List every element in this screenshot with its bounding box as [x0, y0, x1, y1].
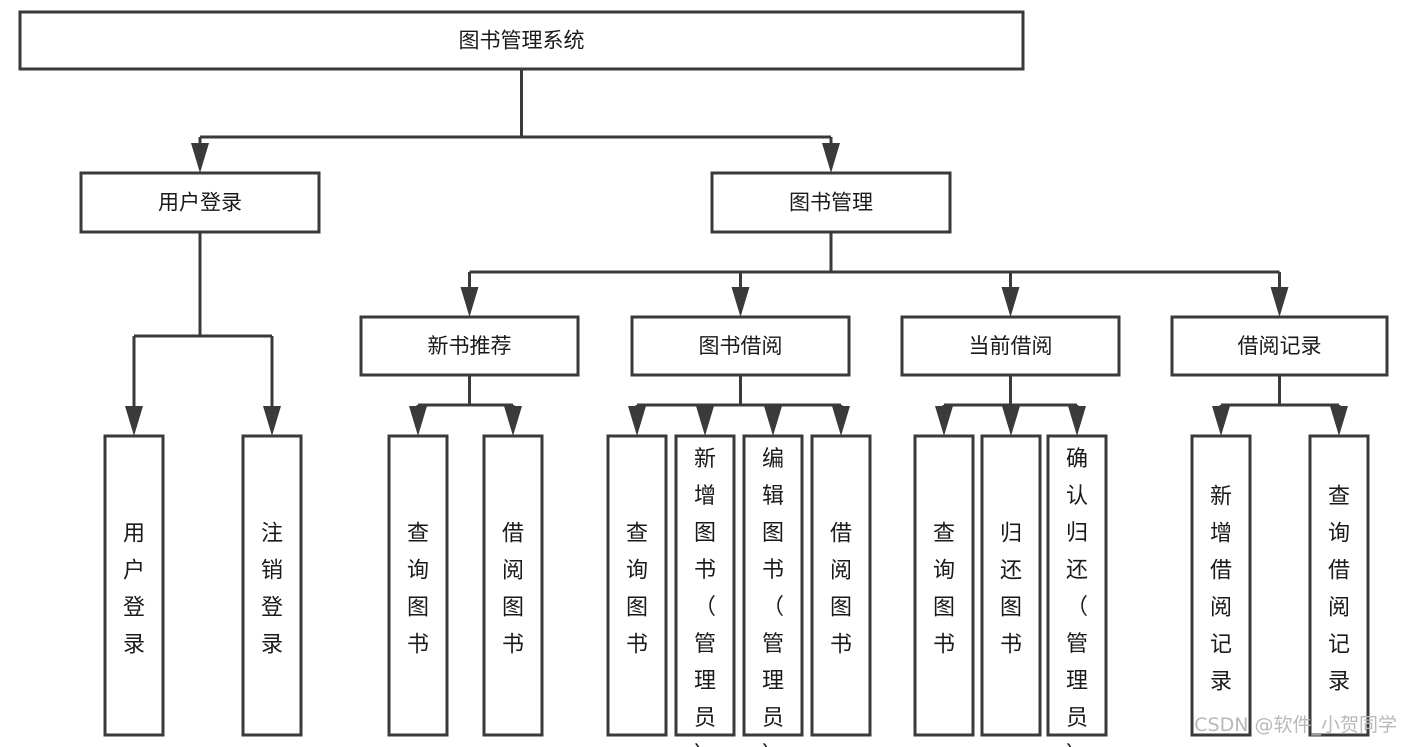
- node-user-login-login[interactable]: 用户登录: [103, 434, 165, 737]
- node-box-current-borrow[interactable]: [900, 315, 1121, 377]
- node-new-book-recommend[interactable]: 新书推荐: [359, 315, 580, 377]
- node-label-book-borrow: 图书借阅: [699, 334, 783, 358]
- node-box-user-login[interactable]: [79, 171, 321, 234]
- node-box-book-borrow[interactable]: [630, 315, 851, 377]
- node-label-borrow-query-book: 查询图书: [626, 521, 648, 657]
- node-label-root: 图书管理系统: [459, 29, 585, 53]
- node-current-confirm-return[interactable]: 确认归还（管理员）: [1046, 434, 1108, 747]
- node-box-user-login-logout[interactable]: [241, 434, 303, 737]
- node-box-recommend-borrow-book[interactable]: [482, 434, 544, 737]
- node-box-user-login-login[interactable]: [103, 434, 165, 737]
- node-box-recommend-query-book[interactable]: [387, 434, 449, 737]
- node-borrow-add-book[interactable]: 新增图书（管理员）: [674, 434, 736, 747]
- node-borrow-record[interactable]: 借阅记录: [1170, 315, 1389, 377]
- borrow-record-arrow-1: [1330, 406, 1348, 436]
- book-borrow-arrow-0: [628, 406, 646, 436]
- node-label-current-return-book: 归还图书: [1000, 521, 1022, 657]
- node-layer: 图书管理系统用户登录用户登录注销登录图书管理新书推荐查询图书借阅图书图书借阅查询…: [18, 10, 1389, 747]
- new-book-recommend-arrow-0: [409, 406, 427, 436]
- node-recommend-borrow-book[interactable]: 借阅图书: [482, 434, 544, 737]
- book-manage-arrow-1: [731, 287, 750, 317]
- node-label-recommend-query-book: 查询图书: [407, 521, 429, 657]
- node-root[interactable]: 图书管理系统: [18, 10, 1025, 71]
- node-current-return-book[interactable]: 归还图书: [980, 434, 1042, 737]
- node-label-current-query-book: 查询图书: [933, 521, 955, 657]
- node-box-borrow-borrow-book[interactable]: [810, 434, 872, 737]
- node-label-current-borrow: 当前借阅: [969, 334, 1053, 358]
- node-box-root[interactable]: [18, 10, 1025, 71]
- new-book-recommend-arrow-1: [504, 406, 522, 436]
- node-current-query-book[interactable]: 查询图书: [913, 434, 975, 737]
- node-box-current-return-book[interactable]: [980, 434, 1042, 737]
- root-arrow-0: [191, 143, 209, 173]
- node-borrow-query-book[interactable]: 查询图书: [606, 434, 668, 737]
- node-label-borrow-edit-book: 编辑图书（管理员）: [762, 447, 784, 747]
- node-label-user-login-logout: 注销登录: [261, 521, 283, 657]
- node-user-login-logout[interactable]: 注销登录: [241, 434, 303, 737]
- node-record-add-record[interactable]: 新增借阅记录: [1190, 434, 1252, 737]
- node-box-record-add-record[interactable]: [1190, 434, 1252, 737]
- user-login-arrow-0: [125, 406, 143, 436]
- node-label-user-login-login: 用户登录: [123, 521, 145, 657]
- node-label-borrow-record: 借阅记录: [1238, 334, 1322, 358]
- book-borrow-arrow-1: [696, 406, 714, 436]
- node-box-borrow-edit-book[interactable]: [742, 434, 804, 737]
- node-label-record-query-record: 查询借阅记录: [1328, 484, 1350, 694]
- node-box-book-manage[interactable]: [710, 171, 952, 234]
- connector-layer: [125, 69, 1348, 436]
- node-box-borrow-record[interactable]: [1170, 315, 1389, 377]
- watermark-label: CSDN @软件_小贺同学: [1194, 714, 1397, 736]
- node-label-current-confirm-return: 确认归还（管理员）: [1066, 447, 1088, 747]
- node-box-current-confirm-return[interactable]: [1046, 434, 1108, 737]
- node-label-record-add-record: 新增借阅记录: [1210, 484, 1232, 694]
- book-manage-arrow-3: [1270, 287, 1289, 317]
- borrow-record-arrow-0: [1212, 406, 1230, 436]
- node-label-borrow-add-book: 新增图书（管理员）: [694, 447, 716, 747]
- node-box-current-query-book[interactable]: [913, 434, 975, 737]
- node-box-record-query-record[interactable]: [1308, 434, 1370, 737]
- book-manage-arrow-2: [1001, 287, 1020, 317]
- current-borrow-arrow-0: [935, 406, 953, 436]
- node-book-borrow[interactable]: 图书借阅: [630, 315, 851, 377]
- current-borrow-arrow-2: [1068, 406, 1086, 436]
- node-box-borrow-query-book[interactable]: [606, 434, 668, 737]
- node-borrow-borrow-book[interactable]: 借阅图书: [810, 434, 872, 737]
- book-borrow-arrow-3: [832, 406, 850, 436]
- book-manage-arrow-0: [460, 287, 479, 317]
- node-label-book-manage: 图书管理: [789, 191, 873, 215]
- node-box-borrow-add-book[interactable]: [674, 434, 736, 737]
- node-label-borrow-borrow-book: 借阅图书: [830, 521, 852, 657]
- node-label-user-login: 用户登录: [158, 191, 242, 215]
- node-label-new-book-recommend: 新书推荐: [428, 334, 512, 358]
- root-arrow-1: [822, 143, 840, 173]
- node-label-recommend-borrow-book: 借阅图书: [502, 521, 524, 657]
- current-borrow-arrow-1: [1002, 406, 1020, 436]
- node-record-query-record[interactable]: 查询借阅记录: [1308, 434, 1370, 737]
- book-borrow-arrow-2: [764, 406, 782, 436]
- node-box-new-book-recommend[interactable]: [359, 315, 580, 377]
- node-borrow-edit-book[interactable]: 编辑图书（管理员）: [742, 434, 804, 747]
- node-recommend-query-book[interactable]: 查询图书: [387, 434, 449, 737]
- node-current-borrow[interactable]: 当前借阅: [900, 315, 1121, 377]
- node-book-manage[interactable]: 图书管理: [710, 171, 952, 234]
- node-user-login[interactable]: 用户登录: [79, 171, 321, 234]
- user-login-arrow-1: [263, 406, 281, 436]
